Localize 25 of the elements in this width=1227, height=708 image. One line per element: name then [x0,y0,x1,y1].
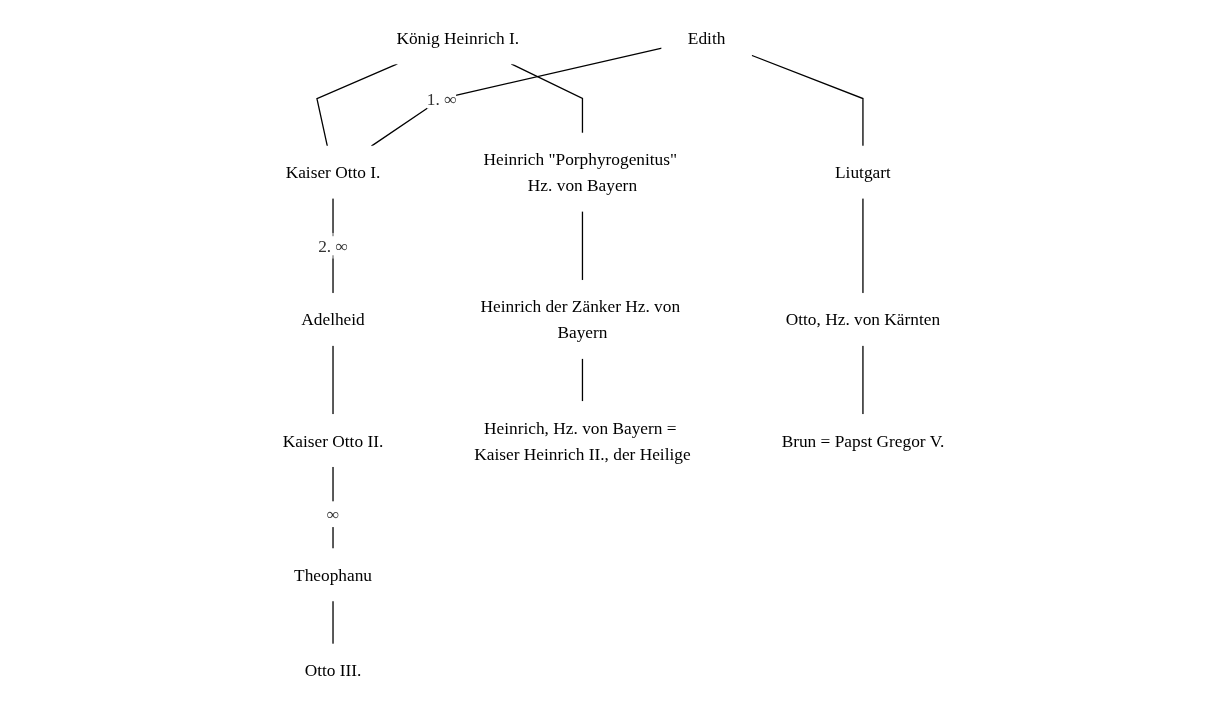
node-text: Kaiser Otto II. [282,431,384,451]
node-text: Otto, Hz. von Kärnten [785,309,941,329]
edge-label: 2. ∞ [318,236,348,256]
connector [332,344,334,416]
node-text: Kaiser Otto I. [285,162,381,182]
connector [862,344,864,416]
node-text: Edith [687,28,726,48]
node-text: Otto III. [304,660,362,680]
connector [581,357,584,403]
connector [750,54,864,147]
node-text: König Heinrich I. [396,28,520,48]
node-text: Heinrich der Zänker Hz. von Bayern [480,296,681,342]
node-text: Brun = Papst Gregor V. [781,431,945,451]
node-text: Heinrich "Porphyrogenitus" Hz. von Bayern [483,149,678,195]
connector [332,600,334,645]
node-text: Liutgart [835,162,891,182]
connector [581,210,584,282]
node-text: Adelheid [301,309,365,329]
edge-label: ∞ [326,504,340,524]
node-text: Heinrich, Hz. von Bayern = Kaiser Heinrich II., der Heilige [474,418,691,464]
edge-label: 1. ∞ [426,89,457,109]
connector [370,47,663,147]
connector [510,63,584,134]
node-text: Theophanu [294,565,372,585]
connector [862,197,864,295]
